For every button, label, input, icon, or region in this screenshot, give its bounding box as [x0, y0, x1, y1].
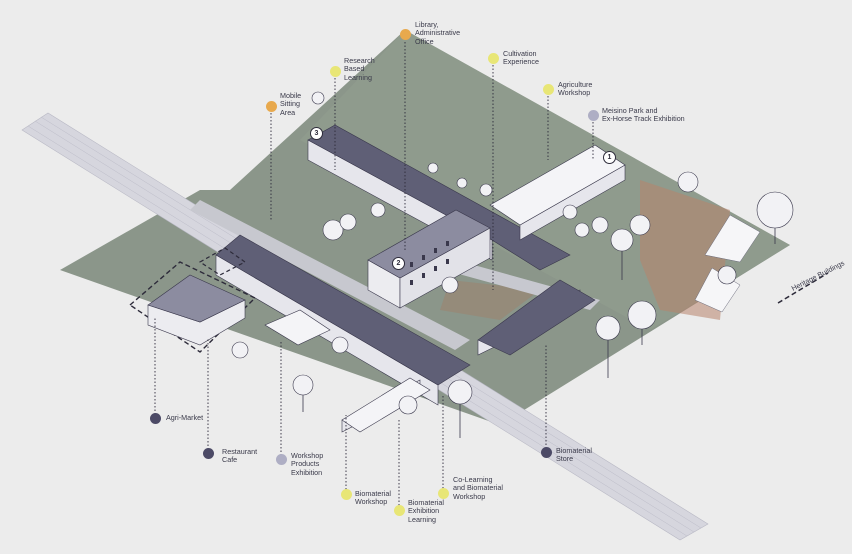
tent-structure — [704, 214, 761, 263]
agriculture-label: Agriculture Workshop — [558, 80, 593, 98]
dirt-patch — [440, 280, 540, 320]
barn-roof — [477, 279, 596, 356]
research-label: Research Based Learning — [344, 56, 375, 82]
building-number-1: 1 — [603, 151, 616, 164]
mobile-marker — [266, 101, 277, 112]
biomaterial-store-label: Biomaterial Store — [556, 446, 592, 464]
meisino-label: Meisino Park and Ex-Horse Track Exhibiti… — [602, 106, 685, 124]
pavilion-roof — [147, 274, 246, 323]
biomaterial-workshop-marker — [341, 489, 352, 500]
building-2-windows — [410, 241, 449, 285]
building-1-roof — [489, 144, 626, 226]
legend-dashed-line — [777, 272, 829, 304]
biomaterial-store-marker — [541, 447, 552, 458]
heritage-outline — [128, 261, 257, 353]
tree-trunks — [302, 228, 776, 438]
annex-roof — [264, 309, 331, 346]
annex-roof — [341, 377, 431, 433]
agrimarket-label: Agri-Market — [166, 413, 204, 422]
leader-lines — [154, 42, 594, 509]
mobile-label: Mobile Sitting Area — [280, 91, 302, 117]
biomaterial-exhibition-label: Biomaterial Exhibition Learning — [408, 498, 444, 524]
building-number-3: 3 — [310, 127, 323, 140]
restaurant-marker — [203, 448, 214, 459]
trees — [231, 91, 794, 415]
cultivation-marker — [488, 53, 499, 64]
agrimarket-marker — [150, 413, 161, 424]
biomaterial-exhibition-marker — [394, 505, 405, 516]
biomaterial-workshop-label: Biomaterial Workshop — [355, 489, 391, 507]
workshop-products-marker — [276, 454, 287, 465]
internal-path — [190, 200, 470, 350]
building-number-2: 2 — [392, 257, 405, 270]
library-marker — [400, 29, 411, 40]
meisino-marker — [588, 110, 599, 121]
cultivation-label: Cultivation Experience — [503, 49, 539, 67]
research-marker — [330, 66, 341, 77]
restaurant-label: Restaurant Cafe — [222, 447, 258, 465]
colearning-label: Co-Learning and Biomaterial Workshop — [453, 475, 503, 501]
main-hall-roof — [215, 234, 471, 386]
agriculture-marker — [543, 84, 554, 95]
colearning-marker — [438, 488, 449, 499]
library-label: Library, Administrative Office — [415, 20, 461, 46]
workshop-products-label: Workshop Products Exhibition — [291, 451, 324, 477]
